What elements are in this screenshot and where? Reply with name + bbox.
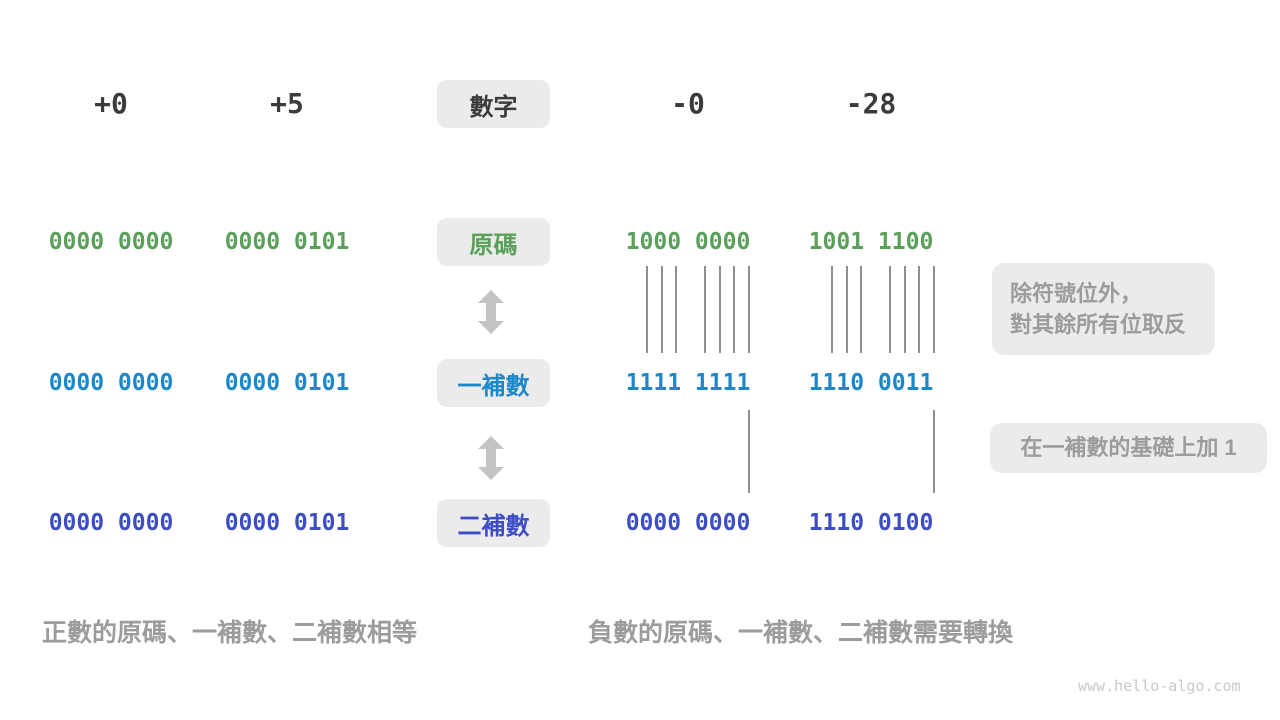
add-one-line — [933, 410, 935, 493]
ones-binary-minus0: 1111 1111 — [625, 370, 751, 396]
flip-bits-note-line2: 對其餘所有位取反 — [1010, 312, 1187, 337]
twos-binary-plus0: 0000 0000 — [48, 510, 174, 536]
bit-flip-line — [889, 266, 891, 353]
caption-positive: 正數的原碼、一補數、二補數相等 — [42, 619, 418, 647]
label-box-twos-complement: 二補數 — [437, 499, 550, 547]
up-down-arrow-icon — [478, 436, 504, 480]
caption-negative: 負數的原碼、一補數、二補數需要轉換 — [588, 619, 1014, 647]
label-number: 數字 — [469, 93, 518, 121]
number-plus-5: +5 — [270, 87, 304, 120]
number-minus-28: -28 — [845, 87, 897, 120]
sign-binary-minus0: 1000 0000 — [625, 229, 751, 255]
sign-binary-plus0: 0000 0000 — [48, 229, 174, 255]
number-plus-0: +0 — [94, 87, 128, 120]
bit-flip-line — [831, 266, 833, 353]
ones-binary-plus0: 0000 0000 — [48, 370, 174, 396]
watermark-url: www.hello-algo.com — [1078, 677, 1241, 695]
sign-binary-plus5: 0000 0101 — [224, 229, 350, 255]
ones-binary-minus28: 1110 0011 — [808, 370, 934, 396]
add-one-note-text: 在一補數的基礎上加 1 — [1020, 435, 1237, 460]
bit-flip-line — [719, 266, 721, 353]
twos-binary-minus0: 0000 0000 — [625, 510, 751, 536]
twos-binary-minus28: 1110 0100 — [808, 510, 934, 536]
sign-binary-minus28: 1001 1100 — [808, 229, 934, 255]
bit-flip-line — [675, 266, 677, 353]
ones-binary-plus5: 0000 0101 — [224, 370, 350, 396]
label-twos-complement: 二補數 — [457, 512, 530, 540]
label-box-ones-complement: 一補數 — [437, 359, 550, 407]
bit-flip-line — [846, 266, 848, 353]
bit-flip-line — [646, 266, 648, 353]
add-one-line — [748, 410, 750, 493]
add-one-note: 在一補數的基礎上加 1 — [990, 423, 1267, 473]
label-ones-complement: 一補數 — [457, 372, 530, 400]
bit-flip-line — [860, 266, 862, 353]
bit-flip-line — [733, 266, 735, 353]
up-down-arrow-icon — [478, 290, 504, 334]
twos-binary-plus5: 0000 0101 — [224, 510, 350, 536]
label-box-sign-magnitude: 原碼 — [437, 218, 550, 266]
bit-flip-line — [748, 266, 750, 353]
label-sign-magnitude: 原碼 — [469, 231, 518, 259]
bit-flip-line — [704, 266, 706, 353]
number-minus-0: -0 — [671, 87, 705, 120]
bit-flip-line — [918, 266, 920, 353]
flip-bits-note: 除符號位外， 對其餘所有位取反 — [992, 263, 1215, 355]
bit-flip-line — [933, 266, 935, 353]
label-box-number: 數字 — [437, 80, 550, 128]
bit-flip-line — [661, 266, 663, 353]
bit-flip-line — [904, 266, 906, 353]
flip-bits-note-line1: 除符號位外， — [1010, 281, 1143, 306]
